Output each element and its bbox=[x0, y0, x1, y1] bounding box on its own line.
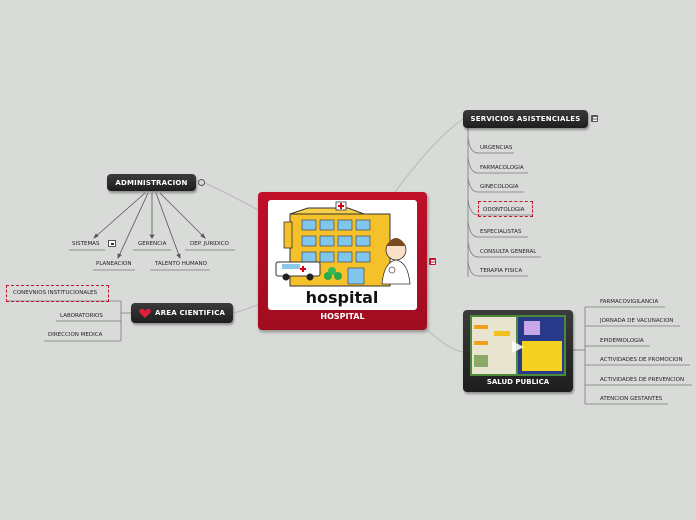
leaf-ginecologia[interactable]: GINECOLOGIA bbox=[480, 184, 519, 190]
leaf-urgencias[interactable]: URGENCIAS bbox=[480, 145, 512, 151]
leaf-especialistas[interactable]: ESPECIALISTAS bbox=[480, 229, 521, 235]
leaf-odontologia[interactable]: ODONTOLOGIA bbox=[483, 207, 525, 213]
topic-administracion[interactable]: ADMINISTRACION bbox=[107, 174, 196, 191]
topic-salud-publica[interactable]: SALUD PUBLICA bbox=[463, 310, 573, 392]
topic-administracion-label: ADMINISTRACION bbox=[115, 179, 187, 187]
leaf-planeacion[interactable]: PLANEACION bbox=[96, 261, 131, 267]
leaf-actividades-prevencion[interactable]: ACTIVIDADES DE PREVENCION bbox=[600, 377, 684, 383]
leaf-farmacovigilancia[interactable]: FARMACOVIGILANCIA bbox=[600, 299, 658, 305]
topic-servicios-label: SERVICIOS ASISTENCIALES bbox=[471, 115, 581, 123]
leaf-sistemas[interactable]: SISTEMAS bbox=[72, 241, 99, 247]
leaf-gerencia[interactable]: GERENCIA bbox=[138, 241, 166, 247]
hospital-image-text: hospital bbox=[306, 288, 379, 307]
heart-icon bbox=[139, 308, 151, 319]
topic-salud-publica-label: SALUD PUBLICA bbox=[463, 378, 573, 386]
central-topic[interactable]: hospital HOSPITAL bbox=[258, 192, 427, 330]
note-icon[interactable] bbox=[429, 258, 436, 265]
leaf-terapia-fisica[interactable]: TERAPIA FISICA bbox=[480, 268, 522, 274]
topic-area-cientifica-label: AREA CIENTIFICA bbox=[155, 309, 225, 317]
leaf-convenios[interactable]: CONEVNIOS INSTITUCIONALES bbox=[13, 290, 97, 296]
hospital-image: hospital bbox=[268, 200, 417, 310]
leaf-farmacologia[interactable]: FARMACOLOGIA bbox=[480, 165, 524, 171]
leaf-laboratorios[interactable]: LABORATORIOS bbox=[60, 313, 103, 319]
leaf-direccion-medica[interactable]: DIRECCION MEDICA bbox=[48, 332, 102, 338]
leaf-dep-juridico[interactable]: DEP. JURIDICO bbox=[190, 241, 229, 247]
leaf-epidemiologia[interactable]: EPIDEMIOLOGIA bbox=[600, 338, 644, 344]
leaf-consulta-general[interactable]: CONSULTA GENERAL bbox=[480, 249, 536, 255]
note-icon[interactable] bbox=[591, 115, 598, 122]
topic-area-cientifica[interactable]: AREA CIENTIFICA bbox=[131, 303, 233, 323]
topic-servicios-asistenciales[interactable]: SERVICIOS ASISTENCIALES bbox=[463, 110, 588, 128]
globe-icon[interactable] bbox=[198, 179, 205, 186]
square-icon[interactable] bbox=[108, 240, 116, 247]
central-topic-label: HOSPITAL bbox=[258, 312, 427, 321]
leaf-actividades-promocion[interactable]: ACTIVIDADES DE PROMOCION bbox=[600, 357, 683, 363]
leaf-jornada-vacunacion[interactable]: JORNADA DE VACUNACION bbox=[600, 318, 673, 324]
leaf-talento-humano[interactable]: TALENTO HUMANO bbox=[155, 261, 207, 267]
leaf-atencion-gestantes[interactable]: ATENCION GESTANTES bbox=[600, 396, 662, 402]
salud-publica-image bbox=[470, 315, 566, 376]
